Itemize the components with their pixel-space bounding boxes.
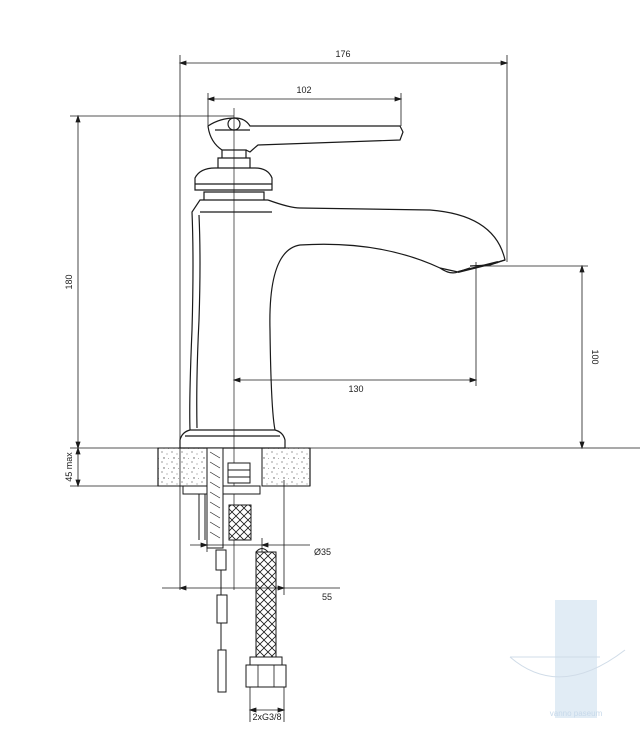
faucet-body xyxy=(179,117,506,449)
dimension-lines xyxy=(70,55,640,722)
dim-connection-thread: 2xG3/8 xyxy=(252,712,281,722)
dim-spout-height: 100 xyxy=(590,349,600,364)
dim-handle-span: 102 xyxy=(296,85,311,95)
dim-base-diameter: Ø35 xyxy=(314,547,331,557)
dim-overall-width: 176 xyxy=(335,49,350,59)
dim-shank-offset: 55 xyxy=(322,592,332,602)
watermark-logo: vanno paseum xyxy=(509,600,626,718)
braided-hoses xyxy=(228,504,287,688)
watermark-text: vanno paseum xyxy=(550,709,603,718)
dim-overall-height: 180 xyxy=(64,274,74,289)
dim-spout-reach: 130 xyxy=(348,384,363,394)
dim-deck-thickness: 45 max xyxy=(64,452,74,482)
underdeck-assembly xyxy=(182,447,261,693)
